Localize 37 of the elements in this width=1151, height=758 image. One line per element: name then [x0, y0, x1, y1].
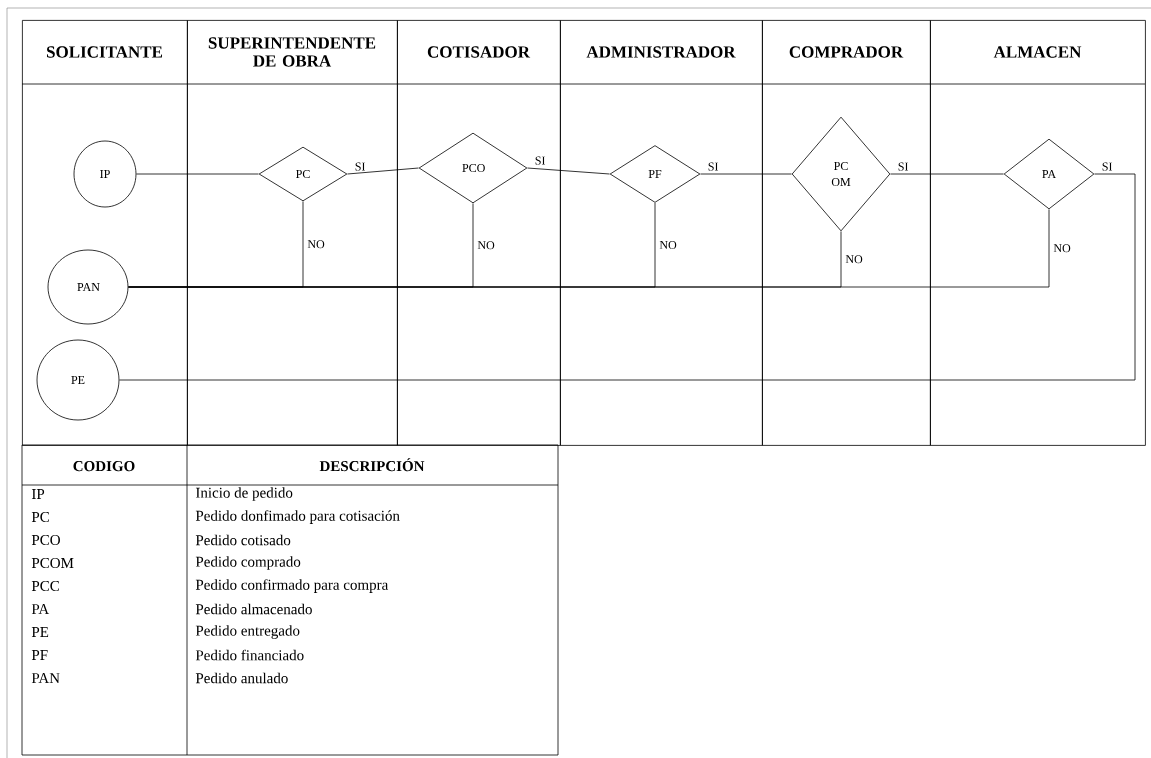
table-header: DESCRIPCIÓN: [319, 458, 425, 472]
connector-line: [347, 167, 419, 175]
table-cell: PF: [31, 650, 48, 660]
table-cell: PA: [31, 604, 50, 614]
edge-label: NO: [844, 254, 864, 265]
table-cell: Inicio de pedido: [195, 487, 293, 501]
connector-line: [890, 173, 1004, 175]
edge-label: NO: [476, 240, 496, 251]
edge-label: NO: [1052, 243, 1072, 254]
table-cell: Pedido confirmado para compra: [195, 579, 389, 593]
connector-line: [136, 173, 259, 175]
table-cell: PCC: [31, 580, 59, 592]
edge-label: SI: [1100, 161, 1114, 172]
edge-label: SI: [896, 161, 910, 172]
connector-line: [128, 209, 1050, 288]
table-cell: Pedido financiado: [195, 649, 304, 661]
table-cell: IP: [31, 489, 45, 499]
table-cell: Pedido almacenado: [195, 603, 312, 615]
table-cell: Pedido entregado: [195, 625, 300, 639]
table-cell: PAN: [31, 673, 60, 683]
connector-line: [700, 173, 792, 175]
table-cell: Pedido cotisado: [195, 534, 291, 546]
table-cell: PC: [31, 511, 49, 523]
table-header: CODIGO: [73, 461, 135, 472]
table-cell: Pedido anulado: [195, 672, 288, 684]
edge-label: SI: [533, 155, 547, 166]
table-cell: PCOM: [31, 557, 74, 569]
edge-label: SI: [706, 161, 720, 172]
table-cell: Pedido donfimado para cotisación: [195, 510, 400, 524]
table-cell: Pedido comprado: [195, 556, 301, 570]
connector-line: [527, 167, 610, 175]
connector-line: [119, 173, 1136, 381]
table-cell: PCO: [31, 534, 60, 546]
edge-label: SI: [353, 161, 367, 172]
table-cell: PE: [31, 627, 49, 637]
edge-label: NO: [306, 239, 326, 250]
edge-label: NO: [658, 239, 678, 250]
